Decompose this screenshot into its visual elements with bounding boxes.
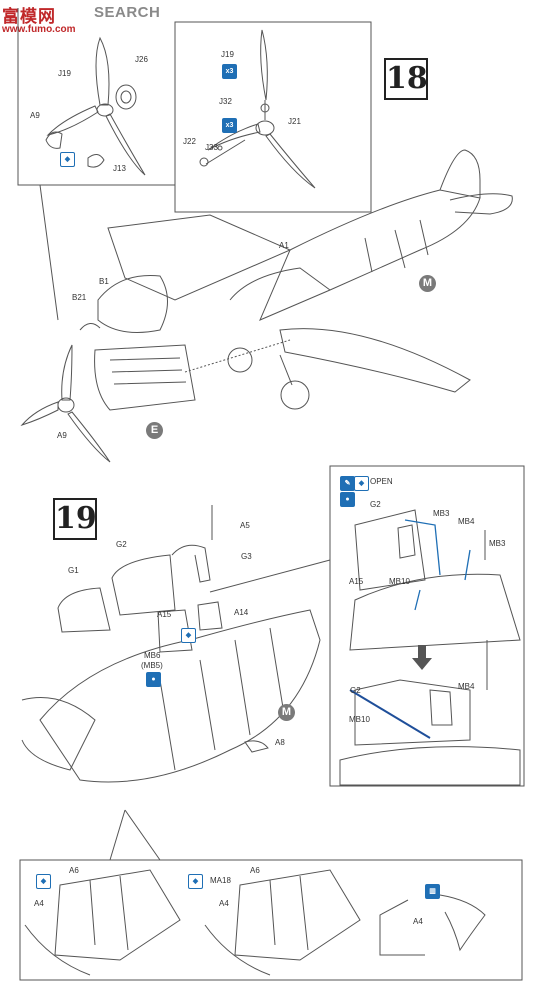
part-a4-detail xyxy=(379,894,486,956)
part-label: A1 xyxy=(279,241,289,250)
photo-etch-icon: ▥ xyxy=(425,884,440,899)
part-label: A14 xyxy=(234,608,249,617)
part-label: J13 xyxy=(113,164,126,173)
propeller-bottom xyxy=(20,344,111,463)
step-number-18: 18 xyxy=(384,58,428,100)
glue-icon: ◆ xyxy=(60,152,75,167)
callout-mark-m: M xyxy=(278,704,295,721)
part-label: A15 xyxy=(157,610,172,619)
engine-assembly xyxy=(79,275,291,411)
part-label: MB4 xyxy=(458,517,475,526)
part-label: MB10 xyxy=(349,715,370,724)
part-label: MA18 xyxy=(210,876,231,885)
part-label: MB6 xyxy=(144,651,161,660)
part-label: A4 xyxy=(34,899,44,908)
open-label: OPEN xyxy=(370,477,393,486)
callout-mark-m: M xyxy=(419,275,436,292)
aircraft-step19 xyxy=(21,505,331,783)
part-label: A5 xyxy=(240,521,250,530)
paint-drop-icon: ● xyxy=(146,672,161,687)
watermark-logo: 富模网 xyxy=(2,7,56,27)
watermark: 富模网 SEARCH www.fumo.com xyxy=(0,0,300,38)
part-label: A9 xyxy=(30,111,40,120)
repeat-x3-icon: x3 xyxy=(222,118,237,133)
part-label: B21 xyxy=(72,293,87,302)
callout-mark-e: E xyxy=(146,422,163,439)
cockpit-detail-left xyxy=(24,869,181,976)
cockpit-detail-middle xyxy=(204,869,361,976)
step-number-19: 19 xyxy=(53,498,97,540)
watermark-url: www.fumo.com xyxy=(2,24,76,35)
part-label: B1 xyxy=(99,277,109,286)
part-label: J19 xyxy=(58,69,71,78)
watermark-search: SEARCH xyxy=(94,4,161,21)
part-label: J19 xyxy=(221,50,234,59)
part-label: G2 xyxy=(370,500,381,509)
propeller-inset xyxy=(199,29,316,189)
glue-icon: ◆ xyxy=(188,874,203,889)
part-label: J22 xyxy=(183,137,196,146)
glue-icon: ◆ xyxy=(36,874,51,889)
canopy-closed-detail xyxy=(339,640,521,786)
part-label: A8 xyxy=(275,738,285,747)
part-label: MB3 xyxy=(489,539,506,548)
tool-icon: ✎ xyxy=(340,476,355,491)
part-label: MB10 xyxy=(389,577,410,586)
paint-drop-icon: ● xyxy=(340,492,355,507)
part-label: G2 xyxy=(116,540,127,549)
part-label: J21 xyxy=(288,117,301,126)
propeller-top xyxy=(45,36,146,176)
part-label: MB3 xyxy=(433,509,450,518)
part-label: A4 xyxy=(413,917,423,926)
part-label: G2 xyxy=(350,686,361,695)
glue-icon: ◆ xyxy=(181,628,196,643)
part-label: A15 xyxy=(349,577,364,586)
part-label: (MB5) xyxy=(141,661,163,670)
part-label: G3 xyxy=(241,552,252,561)
part-label: G1 xyxy=(68,566,79,575)
part-label: J26 xyxy=(135,55,148,64)
canopy-open-detail xyxy=(349,509,521,665)
part-label: A6 xyxy=(69,866,79,875)
repeat-x3-icon: x3 xyxy=(222,64,237,79)
part-label: J33 xyxy=(205,143,218,152)
part-label: J32 xyxy=(219,97,232,106)
glue-icon: ◆ xyxy=(354,476,369,491)
part-label: MB4 xyxy=(458,682,475,691)
part-label: A6 xyxy=(250,866,260,875)
part-label: A9 xyxy=(57,431,67,440)
part-label: A4 xyxy=(219,899,229,908)
aircraft-step18 xyxy=(107,149,513,410)
